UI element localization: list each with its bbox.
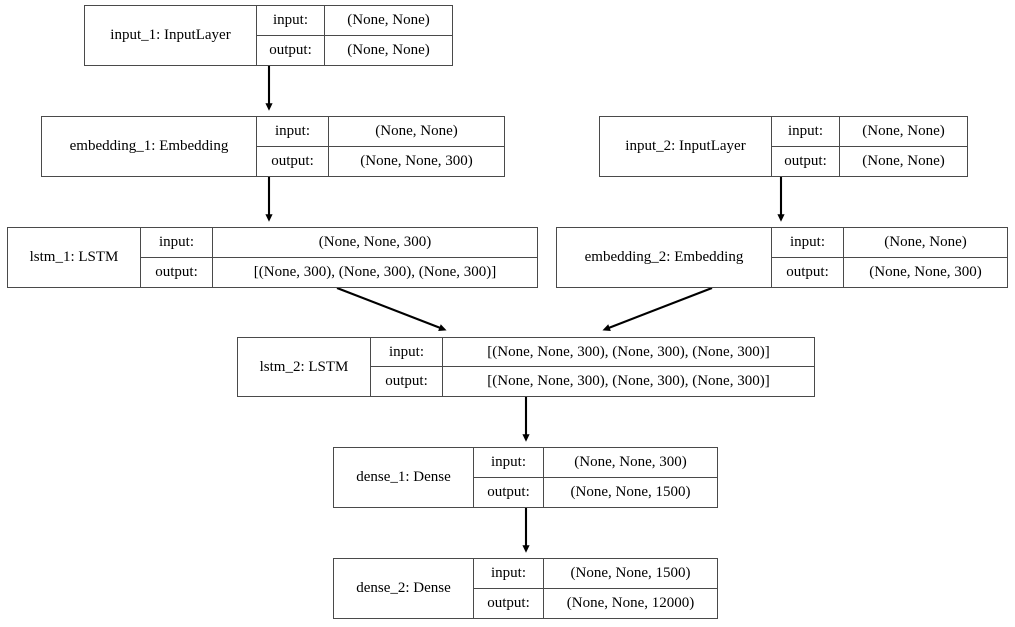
node-lstm-1-io: input: (None, None, 300) output: [(None,… [141,228,537,287]
output-label: output: [257,146,329,176]
edge-embedding2-lstm2 [602,287,713,331]
output-shape-value: (None, None, 300) [360,152,473,169]
node-input-1-io: input: (None, None) output: (None, None) [257,6,452,65]
node-lstm-2[interactable]: lstm_2: LSTM input: [(None, None, 300), … [237,337,815,397]
output-label: output: [474,588,544,618]
node-input-2-io: input: (None, None) output: (None, None) [772,117,967,176]
node-embedding-1[interactable]: embedding_1: Embedding input: (None, Non… [41,116,505,177]
node-embedding-2-output-row: output: (None, None, 300) [772,257,1007,287]
node-lstm-2-input-row: input: [(None, None, 300), (None, 300), … [371,338,814,367]
node-dense-1-io: input: (None, None, 300) output: (None, … [474,448,717,507]
node-embedding-1-label: embedding_1: Embedding [42,117,257,176]
node-embedding-1-output-row: output: (None, None, 300) [257,146,504,176]
output-shape-value: [(None, None, 300), (None, 300), (None, … [487,373,770,389]
output-label: output: [474,477,544,507]
node-lstm-2-label: lstm_2: LSTM [238,338,371,396]
input-shape-value: (None, None) [862,122,945,139]
input-label: input: [772,228,844,257]
input-label: input: [371,338,443,366]
input-label: input: [141,228,213,257]
node-dense-1-output-row: output: (None, None, 1500) [474,477,717,507]
node-lstm-1[interactable]: lstm_1: LSTM input: (None, None, 300) ou… [7,227,538,288]
output-label: output: [257,35,325,65]
output-shape-value: (None, None, 300) [869,263,982,280]
output-shape-value: (None, None) [347,41,430,58]
input-shape-value: (None, None, 300) [318,233,432,250]
node-input-2-output-row: output: (None, None) [772,146,967,176]
input-shape-value: (None, None, 300) [574,453,687,470]
output-shape-value: (None, None, 12000) [566,594,695,611]
node-dense-2[interactable]: dense_2: Dense input: (None, None, 1500)… [333,558,718,619]
input-shape-value: (None, None) [347,11,430,28]
node-dense-2-input-row: input: (None, None, 1500) [474,559,717,589]
node-dense-1-label: dense_1: Dense [334,448,474,507]
node-embedding-2-io: input: (None, None) output: (None, None,… [772,228,1007,287]
input-shape-value: (None, None, 1500) [570,564,691,581]
node-dense-2-label: dense_2: Dense [334,559,474,618]
input-label: input: [772,117,840,146]
node-input-2-input-row: input: (None, None) [772,117,967,147]
node-dense-1[interactable]: dense_1: Dense input: (None, None, 300) … [333,447,718,508]
input-label: input: [257,117,329,146]
input-label: input: [257,6,325,35]
node-embedding-2-label: embedding_2: Embedding [557,228,772,287]
node-lstm-2-output-row: output: [(None, None, 300), (None, 300),… [371,367,814,396]
output-label: output: [141,257,213,287]
node-input-1[interactable]: input_1: InputLayer input: (None, None) … [84,5,453,66]
node-embedding-1-input-row: input: (None, None) [257,117,504,147]
input-label: input: [474,448,544,477]
input-shape-value: [(None, None, 300), (None, 300), (None, … [487,343,770,360]
output-label: output: [371,367,443,396]
node-input-2[interactable]: input_2: InputLayer input: (None, None) … [599,116,968,177]
node-input-2-label: input_2: InputLayer [600,117,772,176]
edge-lstm1-lstm2 [336,287,447,331]
node-dense-2-output-row: output: (None, None, 12000) [474,588,717,618]
output-shape-value: (None, None, 1500) [570,483,691,500]
node-lstm-1-label: lstm_1: LSTM [8,228,141,287]
node-lstm-2-io: input: [(None, None, 300), (None, 300), … [371,338,814,396]
node-embedding-2[interactable]: embedding_2: Embedding input: (None, Non… [556,227,1008,288]
node-embedding-1-io: input: (None, None) output: (None, None,… [257,117,504,176]
output-label: output: [772,146,840,176]
output-label: output: [772,257,844,287]
output-shape-value: (None, None) [862,152,945,169]
node-dense-2-io: input: (None, None, 1500) output: (None,… [474,559,717,618]
input-shape-value: (None, None) [884,233,967,250]
node-input-1-label: input_1: InputLayer [85,6,257,65]
input-label: input: [474,559,544,588]
node-dense-1-input-row: input: (None, None, 300) [474,448,717,478]
node-lstm-1-output-row: output: [(None, 300), (None, 300), (None… [141,257,537,287]
output-shape-value: [(None, 300), (None, 300), (None, 300)] [253,263,497,280]
node-lstm-1-input-row: input: (None, None, 300) [141,228,537,258]
node-input-1-input-row: input: (None, None) [257,6,452,36]
node-input-1-output-row: output: (None, None) [257,35,452,65]
input-shape-value: (None, None) [375,122,458,139]
node-embedding-2-input-row: input: (None, None) [772,228,1007,258]
